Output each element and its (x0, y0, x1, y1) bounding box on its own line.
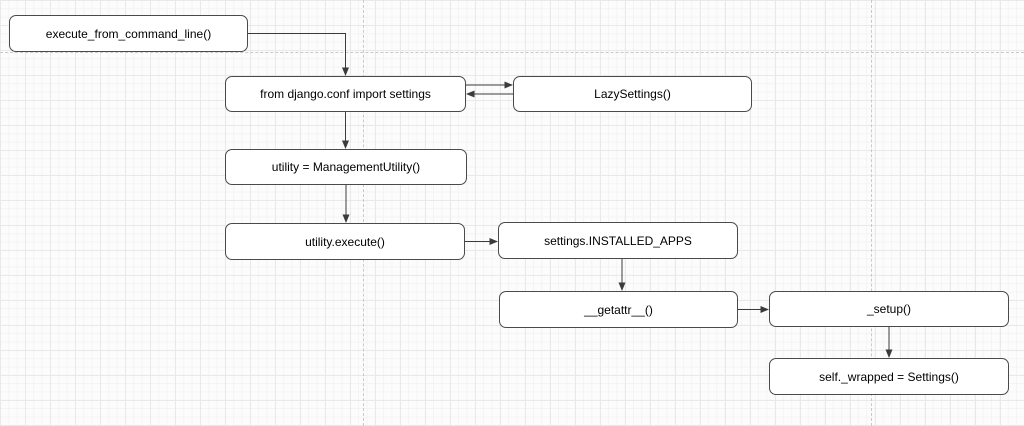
node-execute-from-command-line[interactable]: execute_from_command_line() (9, 15, 248, 52)
node-getattr[interactable]: __getattr__() (499, 291, 738, 328)
page-boundary-vertical-2 (871, 0, 872, 426)
node-settings-installed-apps[interactable]: settings.INSTALLED_APPS (498, 222, 738, 259)
node-label: _setup() (866, 302, 912, 316)
node-label: self._wrapped = Settings() (819, 369, 959, 384)
page-boundary-vertical-1 (363, 0, 364, 426)
node-setup[interactable]: _setup() (769, 291, 1009, 327)
node-label: utility.execute() (305, 234, 385, 249)
node-label: __getattr__() (584, 302, 653, 317)
node-label: from django.conf import settings (260, 87, 431, 101)
node-self-wrapped-settings[interactable]: self._wrapped = Settings() (769, 358, 1009, 395)
edge-execute_from_command_line-to-import_settings[interactable] (248, 33, 349, 76)
page-boundary-horizontal-1 (0, 52, 1024, 53)
node-lazy-settings[interactable]: LazySettings() (513, 76, 752, 112)
node-utility-execute[interactable]: utility.execute() (225, 223, 465, 260)
node-label: utility = ManagementUtility() (271, 160, 421, 174)
node-management-utility[interactable]: utility = ManagementUtility() (225, 149, 467, 185)
node-label: execute_from_command_line() (45, 26, 212, 41)
node-label: settings.INSTALLED_APPS (544, 233, 692, 248)
node-import-settings[interactable]: from django.conf import settings (225, 76, 466, 112)
node-label: LazySettings() (594, 87, 671, 101)
